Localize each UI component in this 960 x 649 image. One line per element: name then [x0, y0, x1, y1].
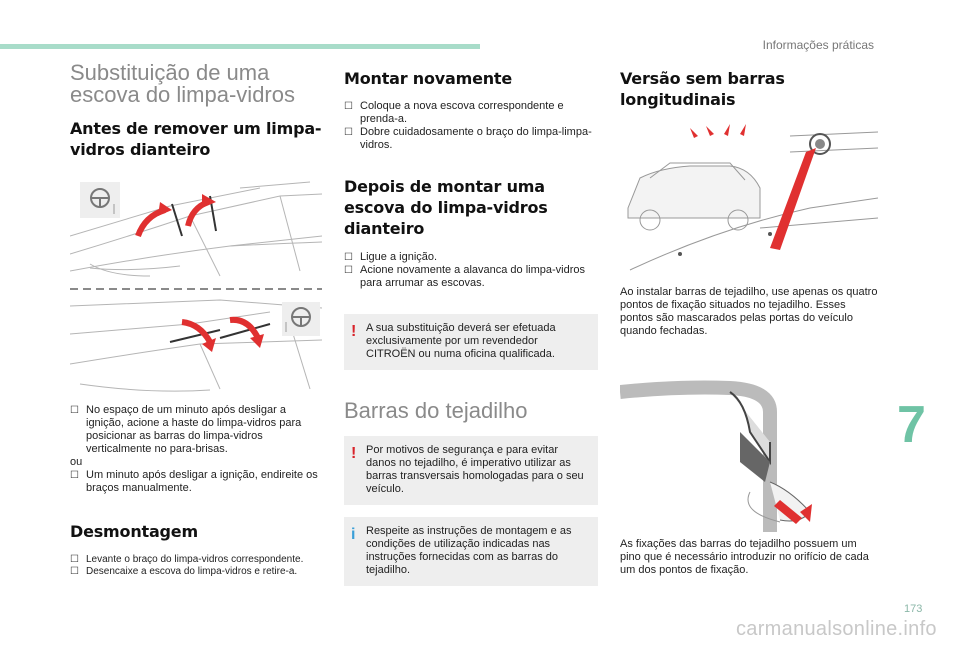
- wiper-illustration-bottom: [70, 294, 322, 394]
- chapter-number: 7: [897, 396, 926, 454]
- header-accent-bar: [0, 44, 480, 49]
- remount-step-2: ☐ Dobre cuidadosamente o braço do limpa-…: [344, 126, 592, 151]
- info-icon: i: [351, 526, 356, 543]
- checkbox-bullet-icon: ☐: [70, 554, 79, 565]
- version-heading: Versão sem barras longitudinais: [620, 69, 785, 109]
- watermark: carmanualsonline.info: [736, 618, 937, 640]
- remount-heading: Montar novamente: [344, 69, 513, 88]
- section-title: Informações práticas: [762, 38, 874, 52]
- exclamation-icon: !: [351, 445, 357, 462]
- info-box-roof: i Respeite as instruções de montagem e a…: [344, 517, 598, 586]
- before-heading: Antes de remover um limpa-vidros diantei…: [70, 119, 322, 159]
- checkbox-bullet-icon: ☐: [344, 127, 353, 138]
- roof-bars-title: Barras do tejadilho: [344, 398, 528, 423]
- dismount-step-1: ☐ Levante o braço do limpa-vidros corres…: [70, 554, 304, 565]
- checkbox-bullet-icon: ☐: [344, 252, 353, 263]
- checkbox-bullet-icon: ☐: [70, 470, 79, 481]
- page-number: 173: [904, 603, 923, 615]
- column-wiper: Substituição de uma escova do limpa-vidr…: [70, 62, 322, 578]
- roof-pin-illustration: [620, 372, 878, 532]
- warning-box-dealer: ! A sua substituição deverá ser efetuada…: [344, 314, 598, 370]
- before-step-1: ☐ No espaço de um minuto após desligar a…: [70, 404, 302, 455]
- checkbox-bullet-icon: ☐: [344, 101, 353, 112]
- checkbox-bullet-icon: ☐: [344, 265, 353, 276]
- column-roof-version: Versão sem barras longitudinais Ao insta…: [620, 62, 878, 577]
- dismount-heading: Desmontagem: [70, 522, 198, 541]
- page-title: Substituição de uma escova do limpa-vidr…: [70, 60, 295, 107]
- remount-step-1: ☐ Coloque a nova escova correspondente e…: [344, 100, 564, 125]
- dashed-divider: [70, 288, 322, 290]
- after-step-1: ☐ Ligue a ignição.: [344, 251, 438, 263]
- after-heading: Depois de montar uma escova do limpa-vid…: [344, 177, 548, 238]
- checkbox-bullet-icon: ☐: [70, 566, 79, 577]
- after-step-2: ☐ Acione novamente a alavanca do limpa-v…: [344, 264, 586, 289]
- warning-box-roof: ! Por motivos de segurança e para evitar…: [344, 436, 598, 505]
- column-remount: Montar novamente ☐ Coloque a nova escova…: [344, 62, 598, 586]
- roof-points-text: Ao instalar barras de tejadilho, use ape…: [620, 286, 878, 337]
- before-step-2: ☐ Um minuto após desligar a ignição, end…: [70, 469, 318, 494]
- roof-mount-illustration: [620, 118, 878, 278]
- checkbox-bullet-icon: ☐: [70, 405, 79, 416]
- exclamation-icon: !: [351, 323, 357, 340]
- or-text: ou: [70, 456, 83, 468]
- roof-pin-text: As fixações das barras do tejadilho poss…: [620, 538, 869, 576]
- dismount-step-2: ☐ Desencaixe a escova do limpa-vidros e …: [70, 566, 298, 577]
- wiper-illustration-top: [70, 176, 322, 286]
